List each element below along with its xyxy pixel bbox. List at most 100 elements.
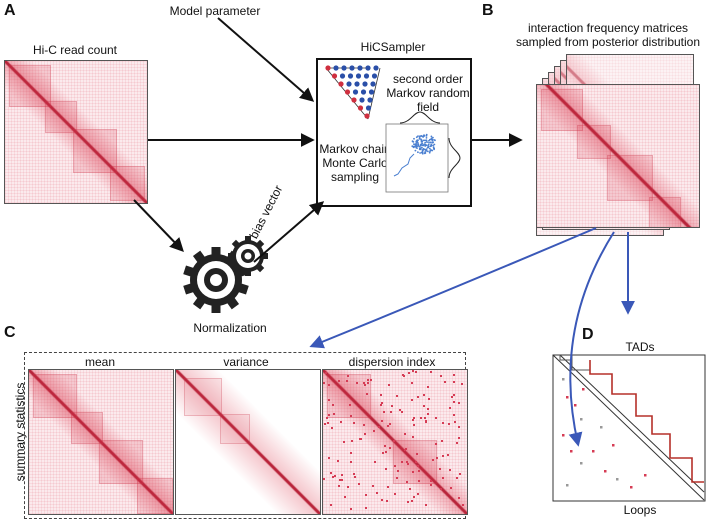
mcmc-scatter-plot	[385, 111, 461, 193]
dispersion-point	[412, 471, 414, 473]
dispersion-point	[411, 500, 413, 502]
mcmc-sample-point	[424, 139, 426, 142]
dispersion-point	[449, 407, 451, 409]
dispersion-point	[389, 423, 391, 425]
tads-label: TADs	[625, 340, 655, 354]
dispersion-point	[407, 501, 409, 503]
dispersion-point	[385, 468, 387, 470]
mcmc-sample-point	[426, 141, 428, 143]
hic-read-count-label: Hi-C read count	[32, 43, 118, 57]
dispersion-point	[453, 381, 455, 383]
dispersion-point	[453, 394, 455, 396]
dispersion-point	[393, 440, 395, 442]
dispersion-index-label: dispersion index	[348, 355, 436, 369]
dispersion-point	[363, 424, 365, 426]
dispersion-point	[413, 417, 415, 419]
dispersion-point	[415, 461, 417, 463]
dispersion-point	[337, 460, 339, 462]
loop-point	[604, 470, 607, 473]
mcmc-sample-point	[417, 135, 419, 137]
dispersion-point	[453, 401, 455, 403]
mrf-node	[373, 65, 379, 71]
loop-point	[580, 462, 583, 465]
dispersion-point	[427, 386, 429, 388]
dispersion-point	[359, 438, 361, 440]
mcmc-sample-point	[428, 147, 431, 150]
dispersion-point	[323, 478, 325, 480]
dispersion-point	[441, 440, 443, 442]
dispersion-point	[430, 371, 432, 373]
dispersion-point	[328, 384, 330, 386]
mcmc-sample-point	[414, 149, 417, 152]
mcmc-sample-point	[430, 135, 433, 138]
model-parameter-label: Model parameter	[169, 4, 261, 18]
dispersion-point	[412, 436, 414, 438]
dispersion-point	[347, 486, 349, 488]
dispersion-point	[365, 494, 367, 496]
dispersion-point	[413, 496, 415, 498]
dispersion-point	[435, 417, 437, 419]
mcmc-sample-point	[433, 143, 436, 146]
dispersion-point	[381, 402, 383, 404]
mcmc-sample-point	[429, 149, 432, 152]
loop-point	[600, 426, 603, 429]
dispersion-point	[456, 442, 458, 444]
hic-read-count-heatmap	[4, 60, 148, 204]
mrf-node	[357, 65, 363, 71]
dispersion-point	[425, 504, 427, 506]
dispersion-point	[423, 405, 425, 407]
dispersion-point	[353, 422, 355, 424]
dispersion-point	[417, 493, 419, 495]
dispersion-point	[365, 507, 367, 509]
dispersion-point	[442, 455, 444, 457]
dispersion-point	[436, 457, 438, 459]
mcmc-sample-point	[422, 136, 424, 138]
loop-point	[562, 434, 565, 437]
mcmc-sample-point	[420, 144, 422, 146]
dispersion-point	[358, 483, 360, 485]
dispersion-point	[462, 504, 464, 506]
mrf-node	[370, 81, 376, 87]
dispersion-index-heatmap	[322, 369, 468, 515]
dispersion-point	[418, 470, 420, 472]
loop-point	[616, 478, 619, 481]
loop-point	[630, 486, 633, 489]
dispersion-point	[367, 382, 369, 384]
dispersion-point	[428, 398, 430, 400]
dispersion-point	[328, 399, 330, 401]
panel-letter-d: D	[582, 326, 594, 343]
dispersion-point	[411, 399, 413, 401]
mrf-node	[339, 73, 346, 79]
dispersion-point	[385, 451, 387, 453]
dispersion-point	[387, 486, 389, 488]
mrf-node	[346, 81, 352, 87]
dispersion-point	[334, 475, 336, 477]
dispersion-point	[406, 481, 408, 483]
dispersion-point	[435, 443, 437, 445]
dispersion-point	[440, 375, 442, 377]
dispersion-point	[427, 408, 429, 410]
mrf-node	[331, 73, 338, 79]
arrow-model-parameter	[217, 17, 315, 102]
dispersion-point	[405, 448, 407, 450]
loop-point	[566, 396, 569, 399]
dispersion-point	[454, 421, 456, 423]
dispersion-point	[378, 426, 380, 428]
mcmc-sample-point	[427, 143, 430, 146]
dispersion-point	[360, 438, 362, 440]
panel-letter-c: C	[4, 324, 16, 341]
dispersion-point	[363, 382, 365, 384]
mrf-node	[355, 73, 362, 79]
dispersion-point	[424, 417, 426, 419]
loop-point	[582, 388, 585, 391]
mcmc-sample-point	[423, 134, 425, 137]
mcmc-sample-point	[425, 135, 428, 137]
dispersion-point	[430, 484, 432, 486]
mean-heatmap	[28, 369, 174, 515]
mrf-node	[364, 113, 370, 119]
dispersion-point	[326, 417, 328, 419]
loop-point	[570, 450, 573, 453]
dispersion-point	[456, 477, 458, 479]
mcmc-sample-point	[416, 141, 419, 144]
dispersion-point	[351, 440, 353, 442]
